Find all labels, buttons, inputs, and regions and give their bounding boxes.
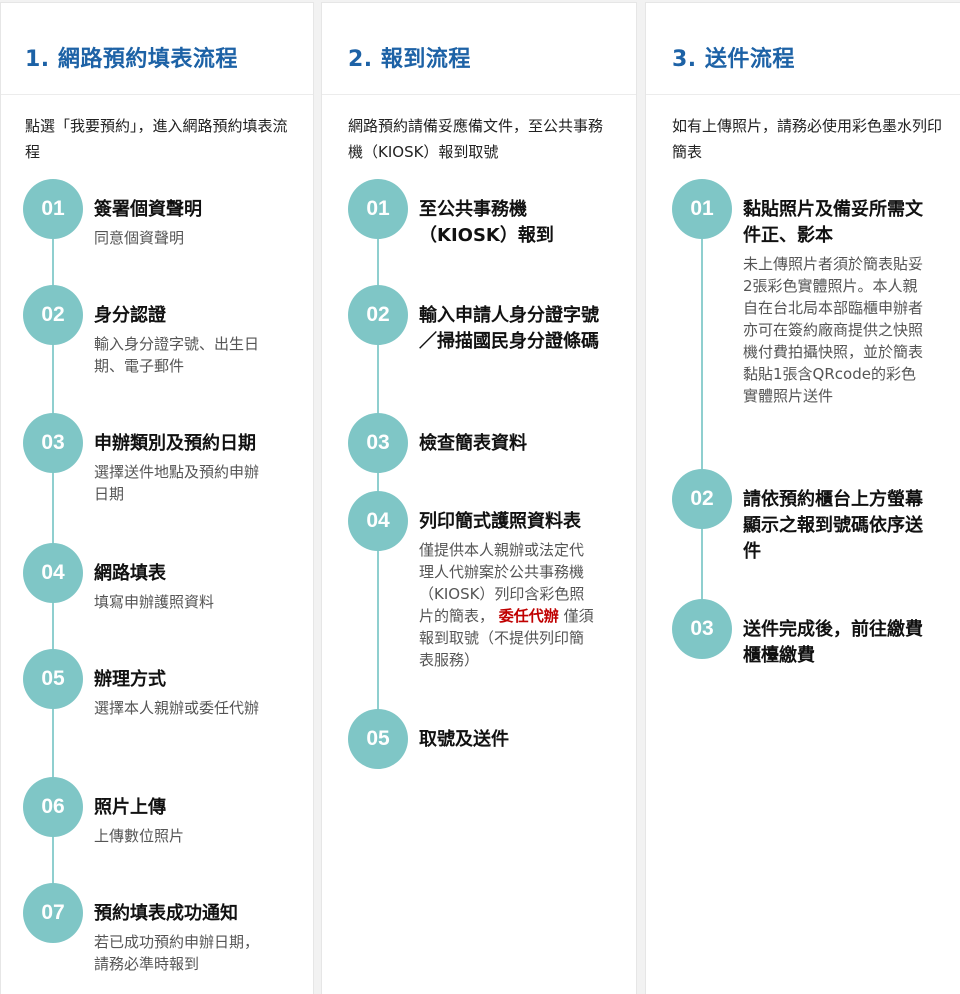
card-intro: 如有上傳照片，請務必使用彩色墨水列印簡表 bbox=[672, 117, 943, 161]
step-title: 預約填表成功通知 bbox=[94, 903, 238, 924]
step-title: 請依預約櫃台上方螢幕顯示之報到號碼依序送件 bbox=[743, 489, 923, 562]
step-desc: 選擇本人親辦或委任代辦 bbox=[94, 699, 260, 717]
step-number-badge: 04 bbox=[348, 491, 408, 551]
card-intro: 點選「我要預約」，進入網路預約填表流程 bbox=[25, 117, 288, 161]
step-desc: 同意個資聲明 bbox=[94, 229, 185, 247]
card-header: 1. 網路預約填表流程 bbox=[1, 3, 313, 95]
timeline-line bbox=[377, 239, 379, 719]
step-title: 列印簡式護照資料表 bbox=[419, 511, 581, 532]
highlight-text: 委任代辦 bbox=[498, 607, 559, 625]
step-number-badge: 01 bbox=[348, 179, 408, 239]
step-title: 取號及送件 bbox=[419, 729, 509, 750]
step-number-badge: 05 bbox=[23, 649, 83, 709]
step-number-badge: 03 bbox=[348, 413, 408, 473]
card-intro: 網路預約請備妥應備文件，至公共事務機（KIOSK）報到取號 bbox=[348, 117, 604, 161]
step-title: 黏貼照片及備妥所需文件正、影本 bbox=[743, 199, 923, 246]
card-title: 3. 送件流程 bbox=[672, 47, 795, 72]
card-header: 2. 報到流程 bbox=[322, 3, 636, 95]
step-desc: 若已成功預約申辦日期，請務必準時報到 bbox=[94, 933, 260, 973]
step-number-badge: 07 bbox=[23, 883, 83, 943]
step-number-badge: 01 bbox=[23, 179, 83, 239]
step-number-badge: 05 bbox=[348, 709, 408, 769]
step-number-badge: 02 bbox=[348, 285, 408, 345]
online-booking-card: 1. 網路預約填表流程 點選「我要預約」，進入網路預約填表流程 01 簽署個資聲… bbox=[0, 2, 314, 994]
step-desc: 上傳數位照片 bbox=[94, 827, 185, 845]
step-title: 網路填表 bbox=[94, 563, 166, 584]
step-title: 至公共事務機（KIOSK）報到 bbox=[419, 199, 554, 246]
card-title: 1. 網路預約填表流程 bbox=[25, 47, 238, 72]
step-number-badge: 02 bbox=[672, 469, 732, 529]
card-header: 3. 送件流程 bbox=[646, 3, 960, 95]
step-desc: 選擇送件地點及預約申辦日期 bbox=[94, 463, 260, 503]
step-title: 身分認證 bbox=[94, 305, 166, 326]
step-title: 照片上傳 bbox=[94, 797, 166, 818]
card-title: 2. 報到流程 bbox=[348, 47, 471, 72]
step-desc: 填寫申辦護照資料 bbox=[94, 593, 215, 611]
step-title: 送件完成後，前往繳費櫃檯繳費 bbox=[743, 619, 923, 666]
step-desc: 僅提供本人親辦或法定代理人代辦案於公共事務機（KIOSK）列印含彩色照片的簡表，… bbox=[419, 541, 594, 669]
step-desc: 輸入身分證字號、出生日期、電子郵件 bbox=[94, 335, 260, 375]
step-number-badge: 03 bbox=[672, 599, 732, 659]
step-title: 辦理方式 bbox=[94, 669, 166, 690]
step-title: 輸入申請人身分證字號／掃描國民身分證條碼 bbox=[419, 305, 599, 352]
timeline-line bbox=[701, 239, 703, 609]
step-number-badge: 02 bbox=[23, 285, 83, 345]
step-title: 申辦類別及預約日期 bbox=[94, 433, 256, 454]
step-title: 檢查簡表資料 bbox=[419, 433, 527, 454]
submission-card: 3. 送件流程 如有上傳照片，請務必使用彩色墨水列印簡表 01 黏貼照片及備妥所… bbox=[645, 2, 960, 994]
step-number-badge: 01 bbox=[672, 179, 732, 239]
step-title: 簽署個資聲明 bbox=[94, 199, 202, 220]
step-desc: 未上傳照片者須於簡表貼妥2張彩色實體照片。本人親自在台北局本部臨櫃申辦者亦可在簽… bbox=[743, 255, 924, 405]
step-number-badge: 04 bbox=[23, 543, 83, 603]
step-number-badge: 03 bbox=[23, 413, 83, 473]
check-in-card: 2. 報到流程 網路預約請備妥應備文件，至公共事務機（KIOSK）報到取號 01… bbox=[321, 2, 637, 994]
step-number-badge: 06 bbox=[23, 777, 83, 837]
